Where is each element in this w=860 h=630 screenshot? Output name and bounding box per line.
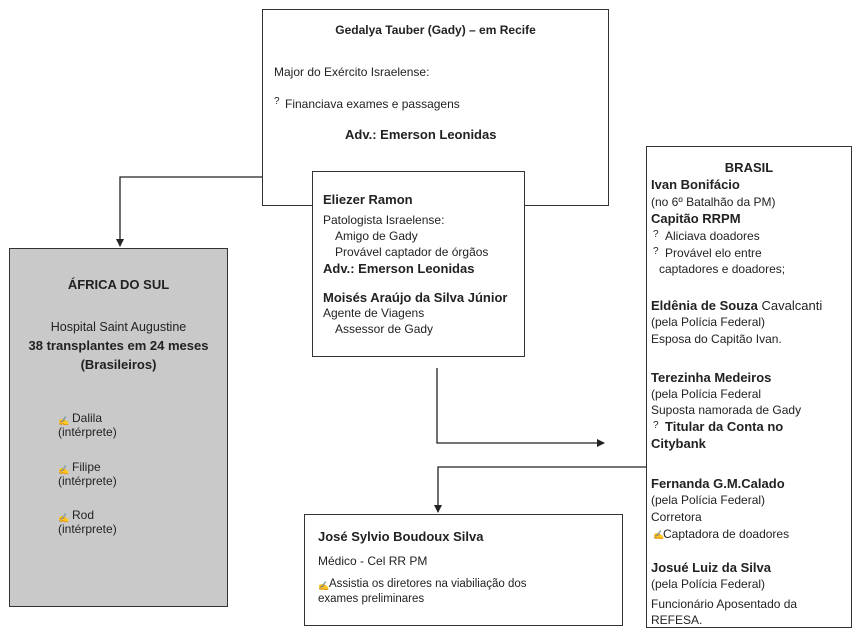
dalila-role: (intérprete)	[58, 425, 117, 439]
gedalya-box: Gedalya Tauber (Gady) – em Recife Major …	[262, 9, 609, 206]
eliezer-adv: Adv.: Emerson Leonidas	[323, 261, 475, 276]
fernanda-agency: (pela Polícia Federal)	[651, 493, 766, 507]
fernanda-job: Corretora	[651, 510, 702, 524]
brasil-title: BRASIL	[724, 160, 774, 175]
moises-role: Agente de Viagens	[323, 306, 425, 320]
dalila-name: Dalila	[72, 411, 103, 425]
terezinha-agency: (pela Polícia Federal	[651, 387, 762, 401]
eldenia-name: Eldênia de Souza Cavalcanti	[651, 298, 822, 313]
terezinha-account-2: Citybank	[651, 436, 706, 451]
eliezer-role: Patologista Israelense:	[323, 213, 445, 227]
ivan-name: Ivan Bonifácio	[651, 177, 740, 192]
filipe-name: Filipe	[72, 460, 101, 474]
eliezer-friend: Amigo de Gady	[335, 229, 418, 243]
jose-name: José Sylvio Boudoux Silva	[318, 529, 484, 544]
dalila-bullet-icon: ✍	[58, 416, 70, 426]
josue-job-1: Funcionário Aposentado da	[651, 597, 798, 611]
jose-bullet-icon: ✍	[318, 581, 330, 591]
jose-role: Médico - Cel RR PM	[318, 554, 428, 568]
fernanda-bullet-icon: ✍	[653, 530, 665, 540]
eliezer-name: Eliezer Ramon	[323, 192, 413, 207]
josue-job-2: REFESA.	[651, 613, 703, 627]
jose-box: José Sylvio Boudoux Silva Médico - Cel R…	[304, 514, 623, 626]
ivan-duty-2: Provável elo entre	[665, 246, 762, 260]
africa-transplants: 38 transplantes em 24 meses	[28, 338, 209, 353]
africa-box: ÁFRICA DO SUL Hospital Saint Augustine 3…	[9, 248, 228, 607]
arrow-brasil-to-jose	[434, 466, 646, 513]
moises-name: Moisés Araújo da Silva Júnior	[323, 290, 508, 305]
ivan-bullet-icon-2: ?	[653, 246, 659, 257]
gedalya-bullet-icon: ?	[274, 96, 280, 107]
filipe-bullet-icon: ✍	[58, 465, 70, 475]
eldenia-relation: Esposa do Capitão Ivan.	[651, 332, 782, 346]
africa-hospital: Hospital Saint Augustine	[50, 320, 187, 334]
eldenia-name-rest: Cavalcanti	[757, 298, 823, 313]
terezinha-account-1: Titular da Conta no	[665, 419, 784, 434]
rod-bullet-icon: ✍	[58, 513, 70, 523]
moises-assessor: Assessor de Gady	[335, 322, 434, 336]
jose-duty-1: Assistia os diretores na viabiliação dos	[329, 578, 527, 590]
terezinha-name: Terezinha Medeiros	[651, 370, 772, 385]
ivan-bullet-icon-1: ?	[653, 229, 659, 240]
terezinha-relation: Suposta namorada de Gady	[651, 403, 802, 417]
arrow-gedalya-to-africa	[116, 176, 262, 247]
gedalya-finance: Financiava exames e passagens	[285, 97, 460, 111]
eliezer-captador: Provável captador de órgãos	[335, 245, 489, 259]
josue-agency: (pela Polícia Federal)	[651, 577, 766, 591]
eldenia-agency: (pela Polícia Federal)	[651, 315, 766, 329]
ivan-rank: Capitão RRPM	[651, 211, 741, 226]
fernanda-duty: Captadora de doadores	[663, 527, 790, 541]
jose-duty-2: exames preliminares	[318, 593, 425, 605]
ivan-duty-1: Aliciava doadores	[665, 229, 760, 243]
eliezer-box: Eliezer Ramon Patologista Israelense: Am…	[312, 171, 525, 357]
ivan-battalion: (no 6º Batalhão da PM)	[651, 195, 776, 209]
africa-origin: (Brasileiros)	[80, 357, 157, 372]
ivan-duty-2b: captadores e doadores;	[659, 262, 786, 276]
fernanda-name: Fernanda G.M.Calado	[651, 476, 785, 491]
africa-title: ÁFRICA DO SUL	[67, 277, 170, 292]
eldenia-name-bold: Eldênia de Souza	[651, 298, 758, 313]
gedalya-role: Major do Exército Israelense:	[274, 65, 430, 79]
filipe-role: (intérprete)	[58, 474, 117, 488]
rod-name: Rod	[72, 508, 95, 522]
gedalya-adv: Adv.: Emerson Leonidas	[345, 127, 497, 142]
gedalya-title: Gedalya Tauber (Gady) – em Recife	[335, 23, 536, 37]
rod-role: (intérprete)	[58, 522, 117, 536]
brasil-box: BRASIL Ivan Bonifácio (no 6º Batalhão da…	[646, 146, 852, 628]
terezinha-bullet-icon: ?	[653, 420, 659, 431]
josue-name: Josué Luiz da Silva	[651, 560, 771, 575]
arrow-eliezer-to-brasil	[436, 368, 605, 447]
